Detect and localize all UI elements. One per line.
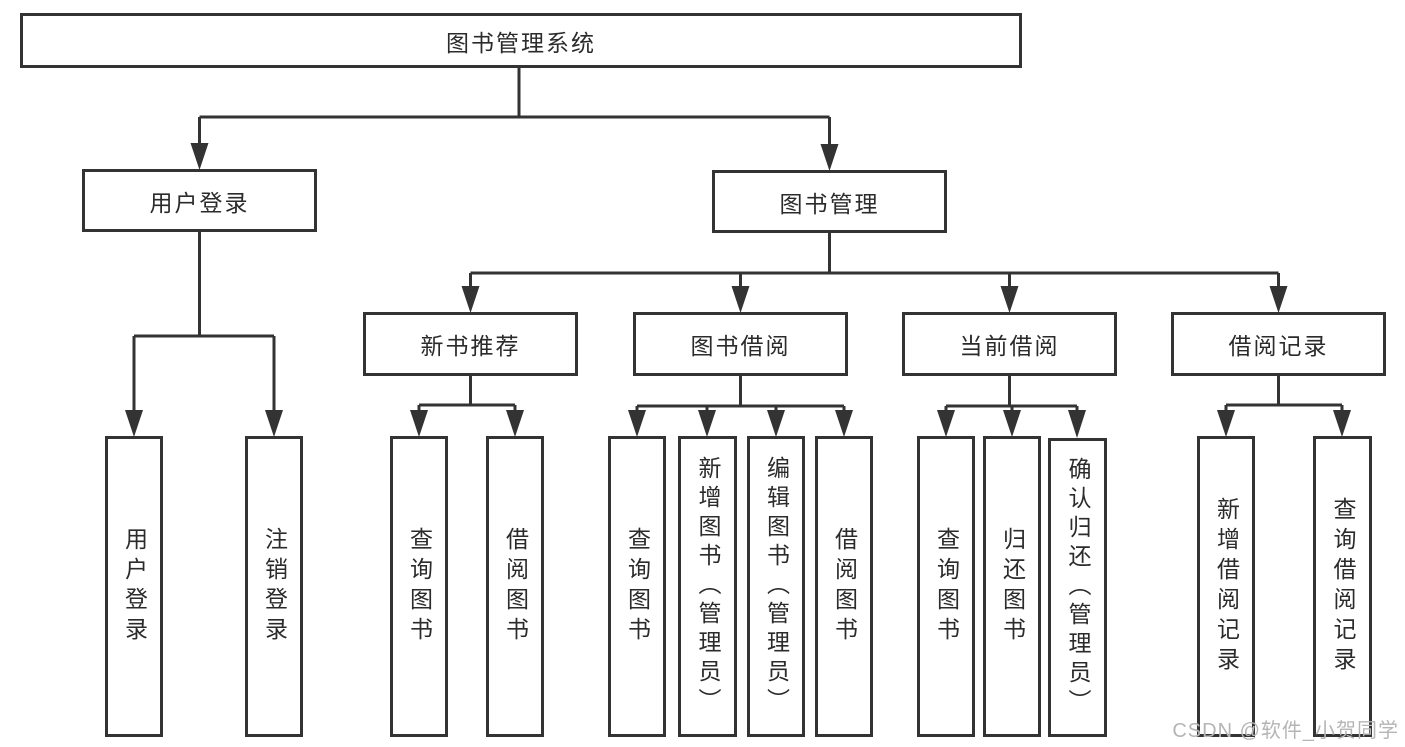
leaf-borrow-books-1: 借阅图书 (486, 436, 544, 737)
node-book-management: 图书管理 (712, 170, 947, 233)
node-label: 查询图书 (624, 526, 651, 647)
leaf-user-login: 用户登录 (105, 436, 163, 737)
node-label: 图书借阅 (690, 333, 791, 359)
connector-root-to-level2 (190, 68, 839, 171)
connector-book-management-to-level3 (461, 233, 1288, 313)
leaf-query-books-2: 查询图书 (608, 436, 666, 737)
connector-borrowing-records-to-leaves (1217, 376, 1351, 437)
leaf-query-books-1: 查询图书 (390, 436, 448, 737)
node-current-borrowing: 当前借阅 (902, 312, 1117, 376)
node-label: 归还图书 (999, 526, 1026, 647)
node-user-login-module: 用户登录 (82, 169, 317, 232)
node-label: 新增图书（管理员） (695, 456, 721, 717)
node-label: 用户登录 (121, 526, 148, 647)
leaf-return-book: 归还图书 (983, 436, 1041, 737)
node-label: 确认归还（管理员） (1065, 457, 1091, 718)
node-book-borrowing: 图书借阅 (633, 312, 848, 376)
leaf-borrow-books-2: 借阅图书 (815, 436, 873, 737)
connector-book-borrowing-to-leaves (628, 376, 853, 437)
node-label: 借阅图书 (831, 526, 858, 647)
leaf-add-book-admin: 新增图书（管理员） (678, 436, 737, 737)
node-label: 借阅图书 (502, 526, 529, 647)
connector-user-login-to-leaves (125, 232, 283, 437)
node-label: 图书管理 (779, 190, 880, 217)
leaf-query-books-3: 查询图书 (917, 436, 975, 737)
node-label: 新增借阅记录 (1213, 496, 1240, 677)
node-label: 编辑图书（管理员） (763, 456, 790, 717)
node-label: 查询图书 (406, 526, 433, 647)
node-new-book-recommendation: 新书推荐 (363, 312, 578, 376)
node-label: 新书推荐 (420, 333, 521, 359)
node-label: 当前借阅 (959, 333, 1060, 359)
node-label: 注销登录 (261, 526, 288, 647)
connector-new-book-recommendation-to-leaves (410, 376, 524, 437)
node-label: 借阅记录 (1228, 333, 1329, 359)
node-label: 图书管理系统 (446, 29, 596, 56)
leaf-logout: 注销登录 (245, 436, 303, 737)
node-library-management-system: 图书管理系统 (20, 13, 1022, 68)
node-label: 用户登录 (149, 189, 250, 216)
watermark: CSDN @软件_小贺同学 (1172, 720, 1399, 742)
node-label: 查询借阅记录 (1330, 496, 1356, 677)
leaf-edit-book-admin: 编辑图书（管理员） (747, 436, 805, 737)
node-label: 查询图书 (933, 526, 960, 647)
node-borrowing-records: 借阅记录 (1171, 312, 1386, 376)
leaf-query-borrow-record: 查询借阅记录 (1313, 436, 1372, 737)
leaf-add-borrow-record: 新增借阅记录 (1197, 436, 1255, 737)
connector-current-borrowing-to-leaves (937, 376, 1086, 438)
leaf-confirm-return-admin: 确认归还（管理员） (1048, 438, 1107, 737)
